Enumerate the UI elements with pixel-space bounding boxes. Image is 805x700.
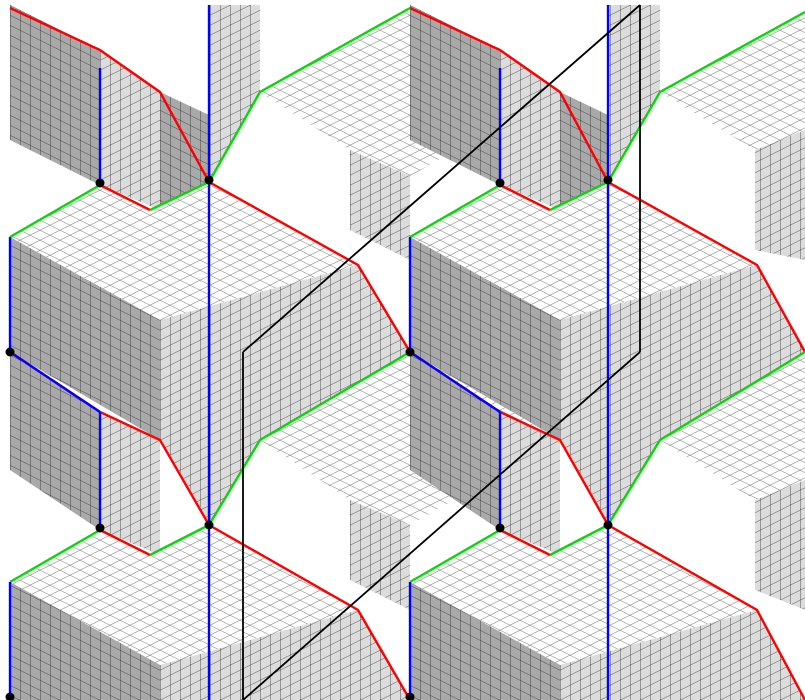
right-face	[608, 5, 660, 182]
vertex-dot	[604, 521, 613, 530]
vertex-dot	[96, 179, 105, 188]
right-face	[209, 5, 260, 182]
right-face	[100, 50, 160, 210]
vertex-dot	[205, 176, 214, 185]
left-face	[10, 5, 100, 185]
vertex-dot	[406, 348, 415, 357]
vertex-dot	[6, 348, 15, 357]
right-face	[755, 130, 805, 260]
vertex-dot	[205, 521, 214, 530]
right-face	[755, 480, 805, 610]
vertex-dot	[96, 524, 105, 533]
right-face	[500, 50, 560, 210]
vertex-dot	[496, 524, 505, 533]
vertex-dot	[604, 176, 613, 185]
vertex-dot	[496, 179, 505, 188]
